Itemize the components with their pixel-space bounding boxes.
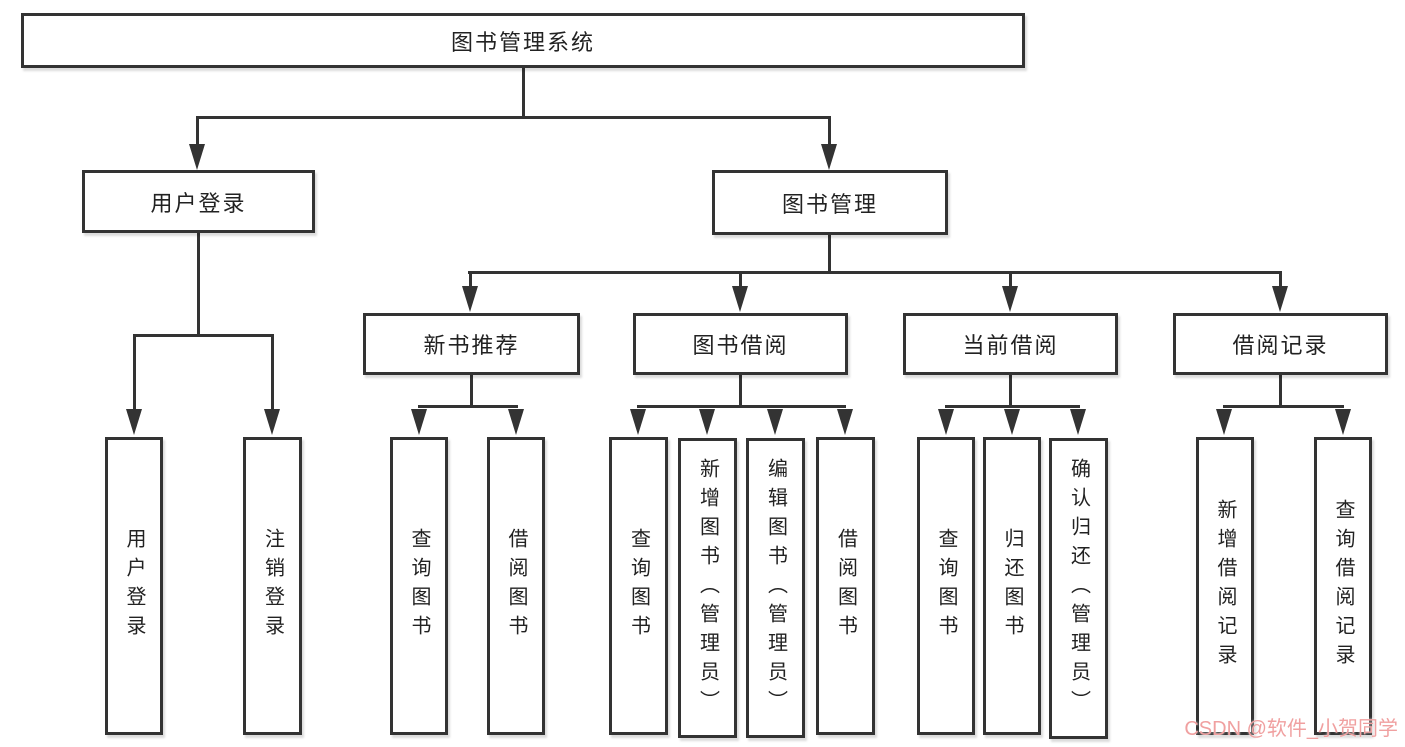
leaf-record-query: 查询借阅记录 <box>1314 437 1372 735</box>
leaf-newbook-borrow: 借阅图书 <box>487 437 545 735</box>
leaf-borrow-edit-admin: 编辑图书（管理员） <box>746 438 805 738</box>
connector-hline-records-group <box>1223 405 1344 408</box>
arrowhead-borrow <box>732 286 748 312</box>
connector-vline-to-user-login <box>196 117 199 146</box>
node-user-login: 用户登录 <box>82 170 315 233</box>
leaf-current-query: 查询图书 <box>917 437 975 735</box>
arrowhead-borrow-edit <box>767 409 783 435</box>
leaf-logout-label: 注销登录 <box>261 528 284 644</box>
arrowhead-leaf-logout <box>264 409 280 435</box>
leaf-borrow-query: 查询图书 <box>609 437 668 735</box>
connector-vline-to-book-mgmt <box>828 117 831 146</box>
connector-vline-current-stem <box>1009 373 1012 407</box>
arrowhead-user-login <box>189 144 205 170</box>
connector-vline-root <box>522 66 525 119</box>
leaf-current-return-label: 归还图书 <box>1001 528 1023 644</box>
connector-vline-records-stem <box>1279 373 1282 407</box>
connector-vline-borrow-stem <box>739 373 742 407</box>
connector-vline-to-borrow <box>739 272 742 288</box>
node-new-book-recommend: 新书推荐 <box>363 313 580 375</box>
connector-vline-leaf-login <box>133 335 136 411</box>
leaf-borrow-borrow: 借阅图书 <box>816 437 875 735</box>
arrowhead-current-confirm <box>1070 409 1086 435</box>
connector-vline-to-newbook <box>469 272 472 288</box>
connector-vline-user-login-stem <box>197 230 200 337</box>
leaf-current-return: 归还图书 <box>983 437 1041 735</box>
connector-hline-newbook-group <box>418 405 518 408</box>
leaf-newbook-query: 查询图书 <box>390 437 448 735</box>
leaf-borrow-add-admin: 新增图书（管理员） <box>678 438 737 738</box>
connector-vline-leaf-logout <box>271 335 274 411</box>
connector-vline-book-mgmt-stem <box>828 235 831 274</box>
leaf-logout: 注销登录 <box>243 437 302 735</box>
leaf-record-query-label: 查询借阅记录 <box>1332 499 1354 673</box>
leaf-user-login-label: 用户登录 <box>123 528 145 644</box>
node-root: 图书管理系统 <box>21 13 1025 68</box>
node-book-borrow: 图书借阅 <box>633 313 848 375</box>
arrowhead-newbook <box>462 286 478 312</box>
leaf-record-add-label: 新增借阅记录 <box>1214 499 1236 673</box>
leaf-borrow-edit-admin-label: 编辑图书（管理员） <box>764 457 787 719</box>
arrowhead-borrow-query <box>630 409 646 435</box>
arrowhead-borrow-borrow <box>837 409 853 435</box>
arrowhead-current-return <box>1004 409 1020 435</box>
connector-hline-level3 <box>468 271 1282 274</box>
connector-hline-user-login <box>133 334 274 337</box>
connector-hline-borrow-group <box>637 405 846 408</box>
node-current-borrow: 当前借阅 <box>903 313 1118 375</box>
arrowhead-record-add <box>1216 409 1232 435</box>
leaf-borrow-query-label: 查询图书 <box>627 528 650 644</box>
arrowhead-borrow-add <box>699 409 715 435</box>
node-book-management: 图书管理 <box>712 170 948 235</box>
arrowhead-current-query <box>938 409 954 435</box>
connector-vline-to-records <box>1279 272 1282 288</box>
leaf-current-confirm-admin-label: 确认归还（管理员） <box>1067 458 1090 719</box>
arrowhead-record-query <box>1335 409 1351 435</box>
connector-vline-to-current <box>1009 272 1012 288</box>
leaf-record-add: 新增借阅记录 <box>1196 437 1254 735</box>
node-borrow-records: 借阅记录 <box>1173 313 1388 375</box>
arrowhead-newbook-query <box>411 409 427 435</box>
leaf-borrow-borrow-label: 借阅图书 <box>834 528 857 644</box>
leaf-user-login: 用户登录 <box>105 437 163 735</box>
leaf-borrow-add-admin-label: 新增图书（管理员） <box>696 457 719 719</box>
leaf-newbook-query-label: 查询图书 <box>408 528 430 644</box>
arrowhead-newbook-borrow <box>508 409 524 435</box>
leaf-current-query-label: 查询图书 <box>935 528 957 644</box>
arrowhead-current <box>1002 286 1018 312</box>
watermark: CSDN @软件_小贺同学 <box>1184 718 1398 740</box>
leaf-current-confirm-admin: 确认归还（管理员） <box>1049 438 1108 739</box>
arrowhead-book-mgmt <box>821 144 837 170</box>
connector-vline-newbook-stem <box>470 373 473 407</box>
connector-hline-level1 <box>196 116 831 119</box>
connector-hline-current-group <box>945 405 1080 408</box>
arrowhead-records <box>1272 286 1288 312</box>
arrowhead-leaf-login <box>126 409 142 435</box>
leaf-newbook-borrow-label: 借阅图书 <box>505 528 527 644</box>
